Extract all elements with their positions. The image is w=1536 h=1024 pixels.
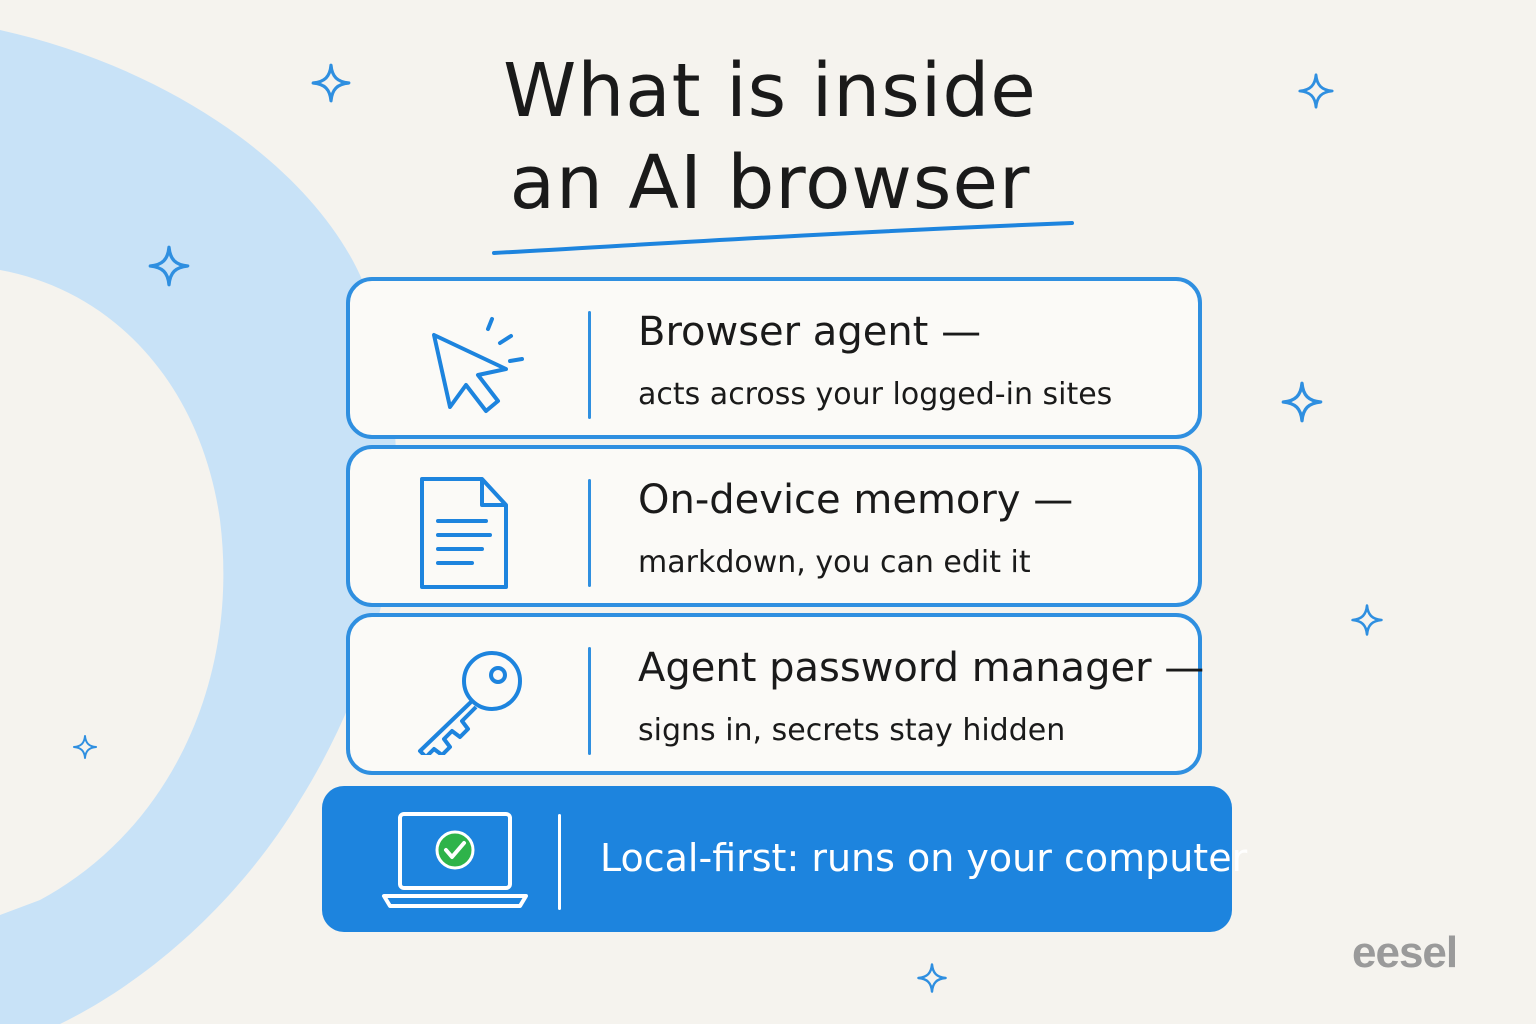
sparkle-icon: [72, 734, 98, 760]
card-subtext: acts across your logged-in sites: [638, 377, 1113, 412]
card-heading: Agent password manager —: [638, 645, 1205, 691]
title-line-1: What is inside: [503, 48, 1037, 134]
card-heading: Browser agent —: [638, 309, 982, 355]
cursor-click-icon: [416, 303, 526, 415]
eesel-logo: eesel: [1352, 928, 1458, 977]
card-browser-agent: Browser agent — acts across your logged-…: [346, 277, 1202, 439]
sparkle-icon: [311, 63, 351, 103]
card-divider: [588, 311, 591, 419]
card-agent-password-manager: Agent password manager — signs in, secre…: [346, 613, 1205, 775]
key-icon: [416, 639, 526, 759]
banner-text: Local-first: runs on your computer: [600, 836, 1248, 880]
card-divider: [588, 647, 591, 755]
title-line-2: an AI browser: [509, 140, 1031, 226]
card-heading: On-device memory —: [638, 477, 1074, 523]
sparkle-icon: [148, 245, 190, 287]
sparkle-icon: [917, 963, 947, 993]
card-divider: [588, 479, 591, 587]
sparkle-icon: [1281, 381, 1323, 423]
laptop-check-icon: [380, 810, 530, 914]
card-subtext: markdown, you can edit it: [638, 545, 1031, 580]
page-title: What is inside an AI browser: [400, 45, 1140, 229]
card-subtext: signs in, secrets stay hidden: [638, 713, 1066, 748]
card-on-device-memory: On-device memory — markdown, you can edi…: [346, 445, 1202, 607]
banner-divider: [558, 814, 561, 910]
sparkle-icon: [1351, 604, 1383, 636]
sparkle-icon: [1298, 73, 1334, 109]
document-icon: [416, 471, 526, 589]
title-underline: [492, 221, 1074, 255]
local-first-banner: Local-first: runs on your computer: [322, 786, 1247, 932]
